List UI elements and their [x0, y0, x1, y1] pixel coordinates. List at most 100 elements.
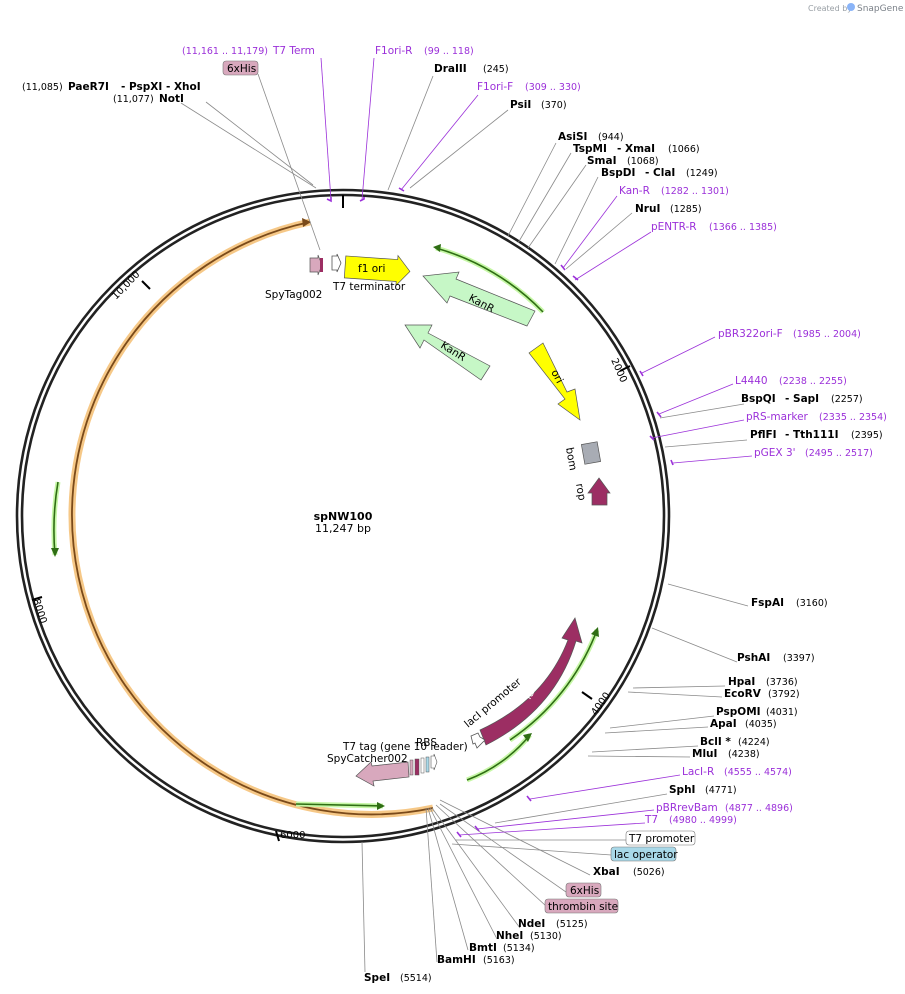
- site-pos-apai: (4035): [745, 719, 777, 730]
- site-name-hpai: HpaI: [728, 676, 755, 688]
- site-pos-smai: (1068): [627, 156, 659, 167]
- f1-ori-label: f1 ori: [358, 263, 385, 275]
- site-pos-draiii: (245): [483, 64, 509, 75]
- primer-pos-kan-r: (1282 .. 1301): [661, 186, 729, 197]
- site-name-bmti: BmtI: [469, 942, 497, 954]
- rbs-label: RBS: [416, 737, 437, 749]
- primer-name-prs-marker: pRS-marker: [746, 411, 809, 423]
- kanr-feature-inner: KanR: [404, 324, 491, 381]
- site-pos-bspqi: (2257): [831, 394, 863, 405]
- site-name-ndei: NdeI: [518, 918, 545, 930]
- site-name-apai: ApaI: [710, 718, 737, 730]
- site-extra-tspmi: - XmaI: [617, 143, 655, 155]
- site-name-psii: PsiI: [510, 99, 531, 111]
- site-pos-pspomi: (4031): [766, 707, 798, 718]
- site-pos-spei: (5514): [400, 973, 432, 984]
- primer-marks: [326, 187, 674, 838]
- site-name-pspomi: PspOMI: [716, 706, 761, 718]
- his-tag-top-label: 6xHis: [227, 63, 256, 75]
- bom-feature: bom: [563, 441, 602, 471]
- primer-name-pgex3: pGEX 3': [754, 447, 796, 459]
- site-name-bcli: BclI *: [700, 736, 731, 748]
- site-name-nhei: NheI: [496, 930, 523, 942]
- site-pos-xbai: (5026): [633, 867, 665, 878]
- site-pos-bspdi: (1249): [686, 168, 718, 179]
- plasmid-title: spNW100 11,247 bp: [314, 510, 373, 535]
- site-name-xbai: XbaI: [593, 866, 620, 878]
- site-pos-pflfi: (2395): [851, 430, 883, 441]
- site-name-draiii: DraIII: [434, 63, 467, 75]
- site-pos-bcli: (4224): [738, 737, 770, 748]
- orf-ring: [68, 218, 434, 818]
- primer-pos-pbrrevbam: (4877 .. 4896): [725, 803, 793, 814]
- site-pos-hpai: (3736): [766, 677, 798, 688]
- site-name-bspqi: BspQI: [741, 393, 776, 405]
- spytag-label: SpyTag002: [265, 289, 322, 301]
- primer-pos-pentr-r: (1366 .. 1385): [709, 222, 777, 233]
- site-extra-bspqi: - SapI: [785, 393, 819, 405]
- site-pos-ndei: (5125): [556, 919, 588, 930]
- plasmid-name: spNW100: [314, 510, 373, 523]
- site-pos-psii: (370): [541, 100, 567, 111]
- primer-name-pbrrevbam: pBRrevBam: [656, 802, 718, 814]
- ori-label: ori: [548, 368, 565, 386]
- leader-lines: [180, 73, 749, 973]
- site-name-pshai: PshAI: [737, 652, 770, 664]
- primer-pos-f1ori-r: (99 .. 118): [424, 46, 474, 57]
- snapgene-logo-icon: [847, 3, 855, 11]
- site-pos-nhei: (5130): [530, 931, 562, 942]
- primer-name-f1ori-f: F1ori-F: [477, 81, 513, 93]
- site-pos-mlui: (4238): [728, 749, 760, 760]
- expression-cassette: T7 tag (gene 10 leader) RBS: [342, 737, 468, 776]
- rop-label: rop: [573, 482, 588, 501]
- spytag-feature: SpyTag002: [265, 254, 323, 301]
- site-pos-paer7i: (11,085): [22, 82, 63, 93]
- site-pos-bmti: (5134): [503, 943, 535, 954]
- site-name-bspdi: BspDI: [601, 167, 635, 179]
- thrombin-site-label: thrombin site: [548, 901, 618, 913]
- credit-text: Created by: [808, 4, 852, 13]
- site-name-nrui: NruI: [635, 203, 660, 215]
- site-name-noti: NotI: [159, 93, 184, 105]
- credit-brand: SnapGene: [857, 4, 904, 14]
- kanr-feature-outer: KanR: [422, 271, 536, 327]
- site-name-asisi: AsiSI: [558, 131, 587, 143]
- spycatcher-label: SpyCatcher002: [327, 753, 408, 765]
- site-name-fspai: FspAI: [751, 597, 784, 609]
- tick-label-6000: 6000: [280, 830, 305, 841]
- site-pos-noti: (11,077): [113, 94, 154, 105]
- tick-label-2000: 2000: [608, 357, 628, 385]
- boxed-labels: 6xHis T7 promoter lac operator 6xHis thr…: [222, 60, 696, 914]
- bom-label: bom: [563, 446, 579, 471]
- site-name-ecorv: EcoRV: [724, 688, 762, 700]
- primer-pos-pbr322ori-f: (1985 .. 2004): [793, 329, 861, 340]
- primer-pos-prs-marker: (2335 .. 2354): [819, 412, 887, 423]
- primer-name-kan-r: Kan-R: [619, 185, 650, 197]
- t7-promoter-label: T7 promoter: [628, 833, 695, 845]
- site-pos-bamhi: (5163): [483, 955, 515, 966]
- primer-name-f1ori-r: F1ori-R: [375, 45, 412, 57]
- t7-terminator-label: T7 terminator: [332, 281, 406, 293]
- primer-name-pbr322ori-f: pBR322ori-F: [718, 328, 783, 340]
- site-pos-fspai: (3160): [796, 598, 828, 609]
- site-name-pflfi: PflFI: [750, 429, 777, 441]
- t7-terminator-feature: T7 terminator: [331, 253, 406, 293]
- primer-pos-laci-r: (4555 .. 4574): [724, 767, 792, 778]
- primer-pos-pgex3: (2495 .. 2517): [805, 448, 873, 459]
- site-extra-paer7i: - PspXI - XhoI: [121, 81, 201, 93]
- site-pos-nrui: (1285): [670, 204, 702, 215]
- tick-marks: [31, 195, 631, 842]
- site-extra-bspdi: - ClaI: [645, 167, 675, 179]
- ori-feature: ori: [528, 342, 581, 421]
- primer-name-t7term: T7 Term: [272, 45, 315, 57]
- f1-ori-feature: f1 ori: [343, 254, 411, 287]
- snapgene-credit: Created by SnapGene: [808, 3, 904, 14]
- site-name-sphi: SphI: [669, 784, 695, 796]
- site-name-paer7i: PaeR7I: [68, 81, 109, 93]
- tick-label-8000: 8000: [30, 598, 48, 626]
- site-name-tspmi: TspMI: [573, 143, 607, 155]
- t7-tag-label: T7 tag (gene 10 leader): [342, 741, 468, 753]
- primer-name-l4440: L4440: [735, 375, 768, 387]
- site-pos-ecorv: (3792): [768, 689, 800, 700]
